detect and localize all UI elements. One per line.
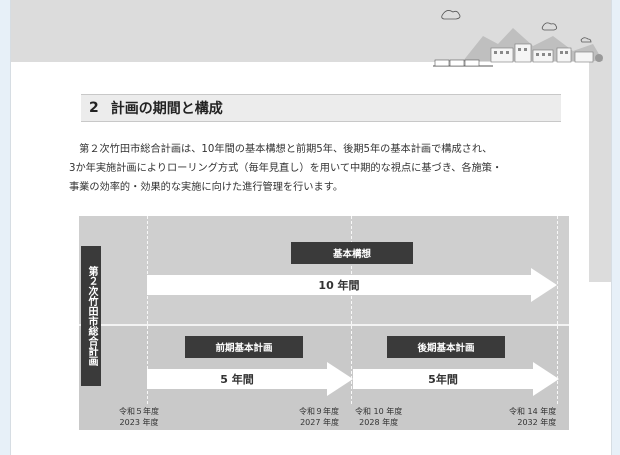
late-plan-box: 後期基本計画 (387, 336, 505, 358)
guide-line (147, 216, 148, 404)
body-line: 第２次竹田市総合計画は、10年間の基本構想と前期5年、後期5年の基本計画で構成さ… (69, 144, 493, 155)
year-western: 2032 年度 (517, 418, 557, 427)
guide-line (557, 216, 558, 404)
body-line: 3か年実施計画によりローリング方式（毎年見直し）を用いて中期的な視点に基づき、各… (69, 163, 503, 174)
diagram-row-concept (79, 216, 569, 324)
document-page: 2 計画の期間と構成 第２次竹田市総合計画は、10年間の基本構想と前期5年、後期… (10, 0, 612, 455)
body-line: 事業の効率的・効果的な実施に向けた進行管理を行います。 (69, 182, 344, 193)
year-era: 令和９年度 (299, 407, 339, 416)
year-era: 令和５年度 (119, 407, 159, 416)
early-plan-box: 前期基本計画 (185, 336, 303, 358)
year-western: 2027 年度 (300, 418, 339, 427)
year-era: 令和 10 年度 (355, 407, 403, 416)
early-plan-duration: 5 年間 (220, 373, 254, 386)
late-plan-arrow: 5年間 (353, 362, 559, 396)
year-label-late-start: 令和 10 年度 2028 年度 (355, 406, 402, 428)
body-paragraph: 第２次竹田市総合計画は、10年間の基本構想と前期5年、後期5年の基本計画で構成さ… (69, 140, 569, 197)
late-plan-duration: 5年間 (428, 373, 458, 386)
basic-concept-arrow: 10 年間 (147, 268, 557, 302)
section-heading: 2 計画の期間と構成 (81, 94, 561, 122)
year-era: 令和 14 年度 (509, 407, 557, 416)
year-western: 2028 年度 (359, 418, 399, 427)
year-label-end: 令和 14 年度 2032 年度 (509, 406, 556, 428)
year-label-start: 令和５年度 2023 年度 (119, 406, 159, 428)
plan-name-vertical-label: 第２次竹田市総合計画 (81, 246, 101, 386)
year-label-early-end: 令和９年度 2027 年度 (299, 406, 339, 428)
guide-line (351, 216, 352, 404)
early-plan-arrow: 5 年間 (147, 362, 353, 396)
diagram-divider (79, 324, 569, 326)
section-number: 2 (89, 100, 99, 116)
basic-concept-box: 基本構想 (291, 242, 413, 264)
section-title: 計画の期間と構成 (110, 101, 223, 117)
town-illustration (433, 10, 603, 67)
basic-concept-duration: 10 年間 (318, 279, 360, 292)
side-strip (589, 62, 611, 282)
year-western: 2023 年度 (119, 418, 159, 427)
plan-period-diagram: 第２次竹田市総合計画 基本構想 10 年間 前期基本計画 5 年間 後期基本計画… (79, 216, 569, 430)
